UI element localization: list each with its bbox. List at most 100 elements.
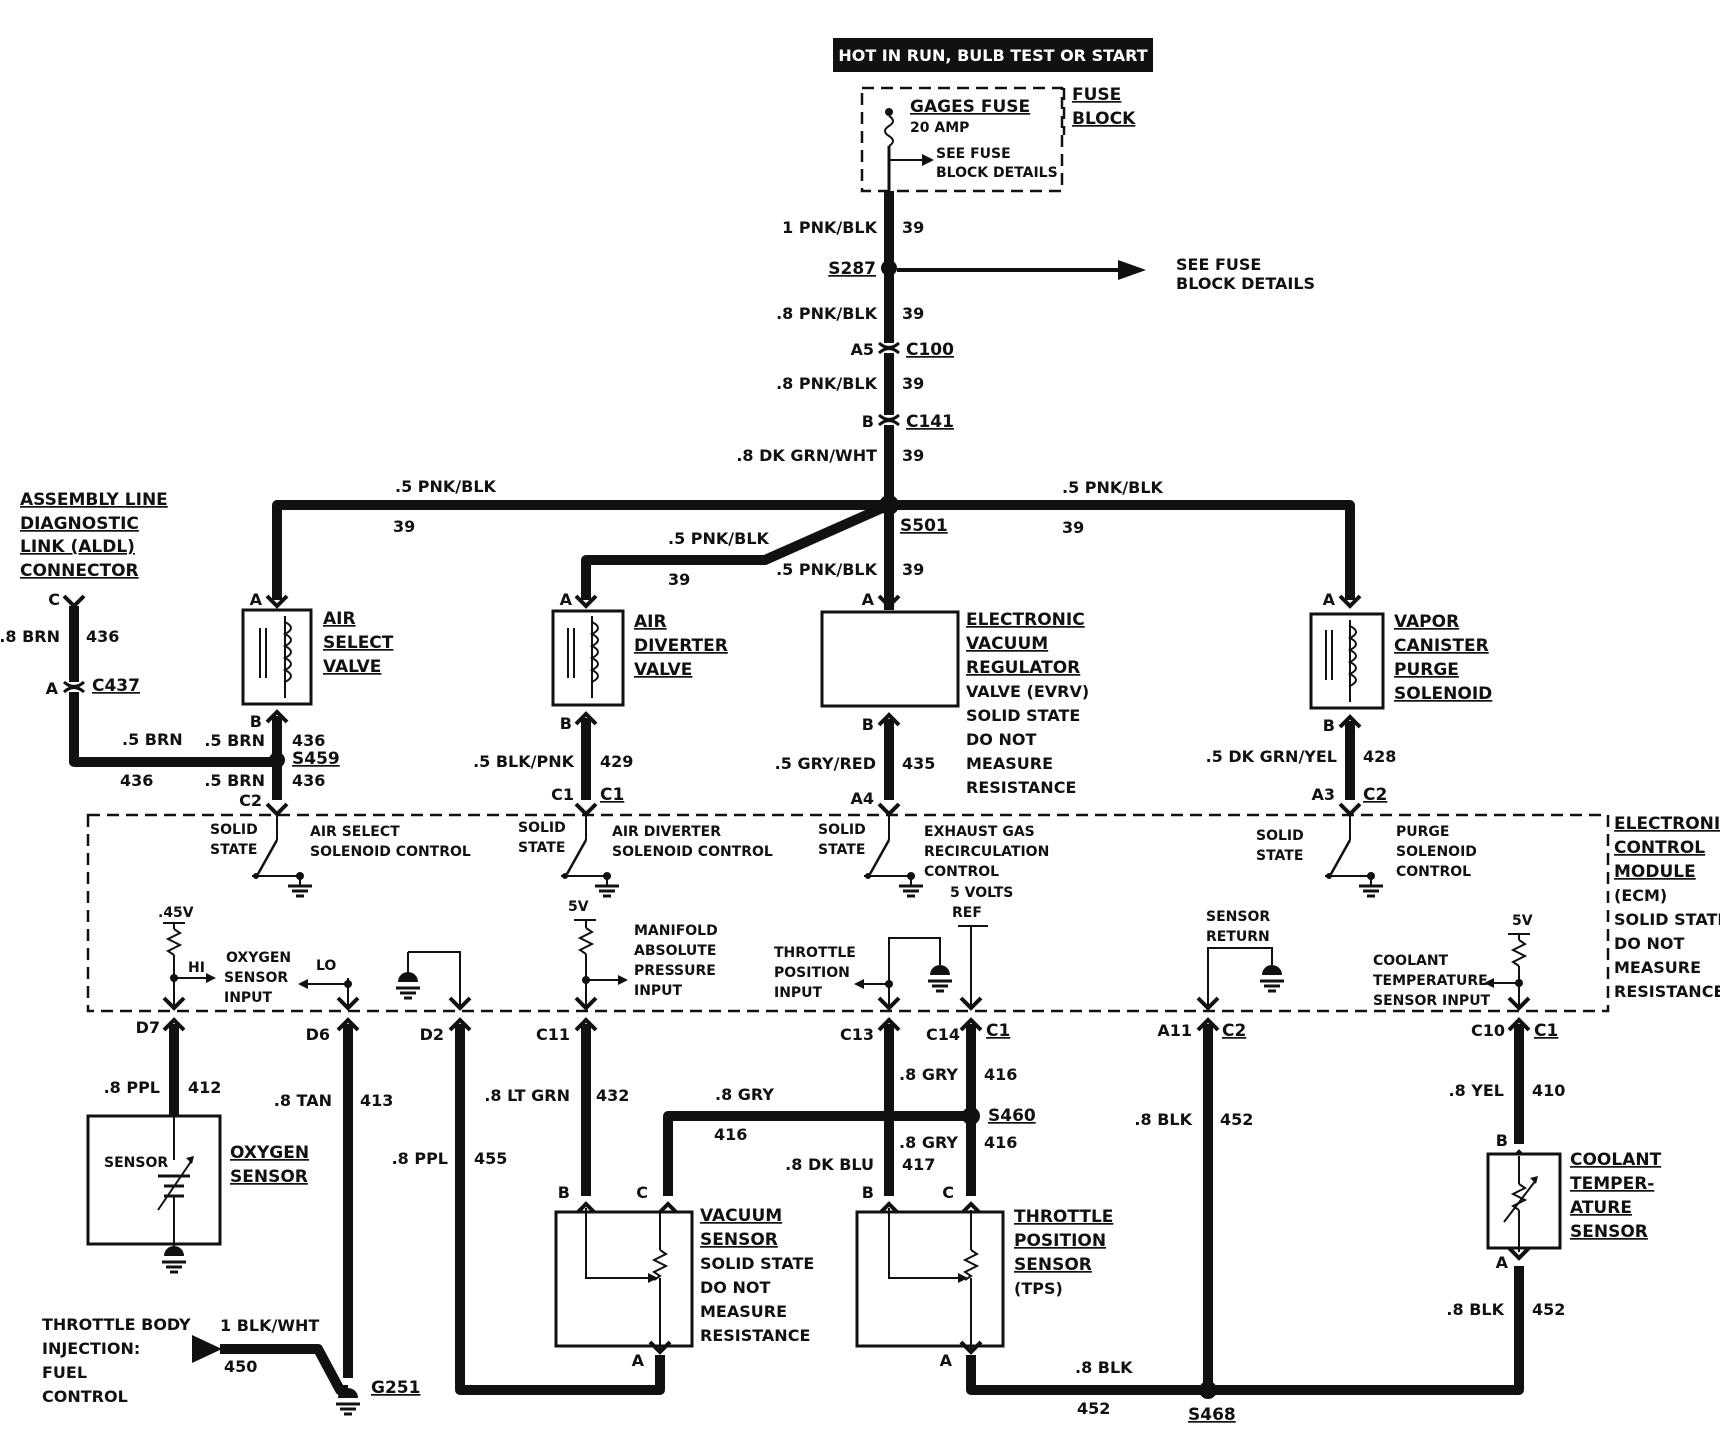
connector-label: C1 bbox=[986, 1021, 1010, 1041]
component-label: SENSOR bbox=[1014, 1255, 1092, 1275]
ecm-pin-labels: D7 D6 D2 C11 C13 C14 C1 A11 C2 C10 C1 bbox=[136, 1018, 1558, 1044]
tbi-label: CONTROL bbox=[42, 1387, 128, 1406]
oxygen-sensor: SENSOR OXYGEN SENSOR bbox=[86, 1114, 309, 1274]
ecm-text: MANIFOLD bbox=[634, 923, 718, 939]
ecm-text: POSITION bbox=[774, 965, 850, 981]
pin-label: A bbox=[250, 590, 263, 609]
ecm-text: SENSOR bbox=[224, 970, 288, 986]
splice-label: S287 bbox=[828, 259, 876, 279]
ecm-label: DO NOT bbox=[1614, 934, 1684, 953]
wire-label: .8 BRN bbox=[0, 627, 60, 646]
arrow-icon bbox=[192, 1335, 222, 1363]
component-label: ELECTRONIC bbox=[966, 610, 1085, 630]
ecm-label: CONTROL bbox=[1614, 838, 1705, 858]
splice-label: G251 bbox=[371, 1378, 420, 1398]
wire-label: .8 LT GRN bbox=[484, 1086, 570, 1105]
wire-label: 1 BLK/WHT bbox=[220, 1316, 319, 1335]
component-label: MEASURE bbox=[966, 754, 1053, 773]
air-select-valve: A AIR SELECT VALVE B .5 BRN 436 S459 .5 … bbox=[204, 590, 394, 816]
wire-label: .5 GRY/RED bbox=[775, 754, 876, 773]
pin-label: C bbox=[48, 590, 60, 609]
circuit-num: 450 bbox=[224, 1357, 257, 1376]
purge-driver: SOLID STATE PURGE SOLENOID CONTROL bbox=[1256, 814, 1477, 898]
wire-label: .8 BLK bbox=[1075, 1358, 1133, 1377]
component-label: COOLANT bbox=[1570, 1150, 1662, 1170]
pin-label: B bbox=[862, 412, 874, 431]
circuit-num: 435 bbox=[902, 754, 935, 773]
connector-label: C2 bbox=[1222, 1021, 1246, 1041]
wire-label: .5 PNK/BLK bbox=[1062, 478, 1164, 497]
ecm-text: AIR SELECT bbox=[310, 824, 400, 840]
ecm-label: MODULE bbox=[1614, 862, 1696, 882]
ecm-text: REF bbox=[952, 905, 982, 921]
wire-label: .5 DK GRN/YEL bbox=[1206, 747, 1337, 766]
aldl-label: CONNECTOR bbox=[20, 561, 139, 581]
ecm-text: SOLID bbox=[818, 822, 866, 838]
component-label: VACUUM bbox=[700, 1206, 782, 1226]
component-label: VALVE bbox=[323, 657, 381, 677]
ecm-text: HI bbox=[188, 960, 205, 976]
fuse-block-label-2: BLOCK bbox=[1072, 109, 1136, 129]
circuit-num: 436 bbox=[86, 627, 119, 646]
component-label: MEASURE bbox=[700, 1302, 787, 1321]
ecm-text: 5 VOLTS bbox=[950, 885, 1013, 901]
pin-label: A bbox=[46, 679, 59, 698]
ecm-text: THROTTLE bbox=[774, 945, 856, 961]
tps-input-circuit: THROTTLE POSITION INPUT 5 VOLTS REF bbox=[774, 885, 1013, 1007]
wire-label: .8 PNK/BLK bbox=[776, 374, 878, 393]
ecm-text: INPUT bbox=[774, 985, 823, 1001]
sensor-return-circuit: SENSOR RETURN bbox=[1206, 909, 1286, 1007]
ecm-text: 5V bbox=[1512, 913, 1533, 929]
pin-label: A bbox=[862, 590, 875, 609]
ecm-text: SENSOR INPUT bbox=[1373, 993, 1491, 1009]
pin-label: B bbox=[1496, 1131, 1508, 1150]
ecm-text: PRESSURE bbox=[634, 963, 716, 979]
wire-label: .8 TAN bbox=[274, 1091, 332, 1110]
wire-label: .8 BLK bbox=[1134, 1110, 1192, 1129]
ecm-label: RESISTANCE bbox=[1614, 982, 1720, 1001]
pin-label: A bbox=[1323, 590, 1336, 609]
vapor-canister-purge-solenoid: A VAPOR CANISTER PURGE SOLENOID B .5 DK … bbox=[1206, 590, 1492, 816]
fuse-see-1: SEE FUSE bbox=[936, 146, 1011, 162]
solenoid-coil-icon bbox=[1347, 625, 1357, 687]
circuit-num: 413 bbox=[360, 1091, 393, 1110]
main-trunk: 1 PNK/BLK 39 S287 SEE FUSE BLOCK DETAILS… bbox=[736, 191, 1315, 536]
connector-label: C141 bbox=[906, 412, 954, 432]
ecm-text: SOLID bbox=[518, 820, 566, 836]
wire-label: .8 PPL bbox=[104, 1078, 160, 1097]
fuse-see-2: BLOCK DETAILS bbox=[936, 165, 1058, 181]
wire-label: 1 PNK/BLK bbox=[782, 218, 877, 237]
wire-label: .5 PNK/BLK bbox=[776, 560, 878, 579]
map-input-circuit: 5V MANIFOLD ABSOLUTE PRESSURE INPUT bbox=[568, 899, 718, 1007]
circuit-num: 436 bbox=[120, 771, 153, 790]
aldl-label: LINK (ALDL) bbox=[20, 537, 135, 557]
pin-label: C bbox=[942, 1183, 954, 1202]
wire-label: .5 BRN bbox=[204, 771, 265, 790]
connector-label: C2 bbox=[1363, 785, 1387, 805]
splice-label: S460 bbox=[988, 1106, 1036, 1126]
wire-label: .8 GRY bbox=[899, 1133, 958, 1152]
arrow-icon bbox=[1118, 260, 1146, 280]
component-label: DO NOT bbox=[700, 1278, 770, 1297]
ecm-text: 5V bbox=[568, 899, 589, 915]
throttle-position-sensor: B C A THROTTLE POSITION SENSOR (TPS) bbox=[855, 1183, 1113, 1370]
component-label: PURGE bbox=[1394, 660, 1459, 680]
component-label: SENSOR bbox=[230, 1167, 308, 1187]
component-label: POSITION bbox=[1014, 1231, 1106, 1251]
wire-label: .8 GRY bbox=[899, 1065, 958, 1084]
pin-label: C11 bbox=[536, 1025, 570, 1044]
component-label: RESISTANCE bbox=[700, 1326, 810, 1345]
pin-label: C2 bbox=[239, 791, 262, 810]
circuit-num: 452 bbox=[1220, 1110, 1253, 1129]
tbi-label: INJECTION: bbox=[42, 1339, 140, 1358]
pin-label: C10 bbox=[1471, 1021, 1505, 1040]
connector-label: C1 bbox=[1534, 1021, 1558, 1041]
ecm-label: (ECM) bbox=[1614, 886, 1667, 905]
component-label: VAPOR bbox=[1394, 612, 1459, 632]
wire-label: .8 DK GRN/WHT bbox=[736, 446, 877, 465]
tbi-ground: THROTTLE BODY INJECTION: FUEL CONTROL 1 … bbox=[42, 1315, 420, 1416]
circuit-num: 39 bbox=[1062, 518, 1084, 537]
pin-label: C14 bbox=[926, 1025, 960, 1044]
component-label: SENSOR bbox=[700, 1230, 778, 1250]
